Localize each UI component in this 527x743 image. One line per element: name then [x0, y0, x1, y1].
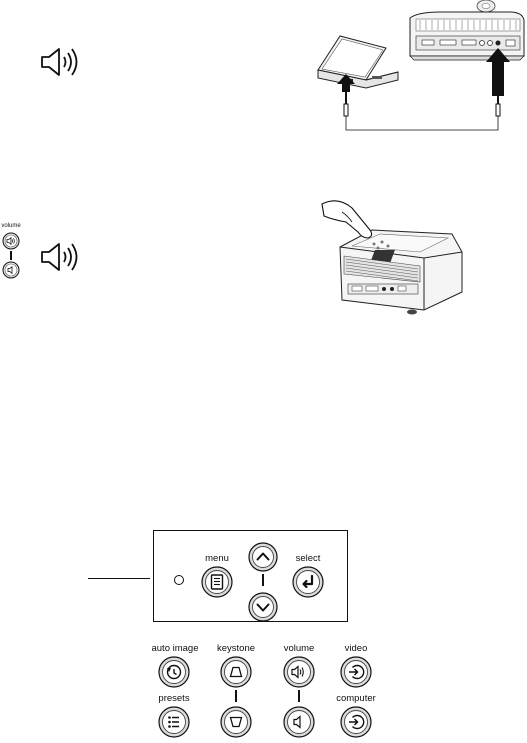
- volume-up-icon: [6, 236, 15, 246]
- keystone-down-button[interactable]: [220, 706, 252, 738]
- source-icon: [349, 664, 365, 680]
- keystone-down-icon: [229, 716, 243, 728]
- presets-label: presets: [158, 693, 190, 704]
- menu-icon: [210, 574, 224, 590]
- video-label: video: [344, 643, 368, 654]
- volume-down-icon: [7, 265, 13, 275]
- volume-panel-label: volume: [1, 223, 21, 229]
- callout-line: [88, 578, 150, 579]
- volume-up-button-lower[interactable]: [283, 656, 315, 688]
- select-label: select: [295, 553, 321, 564]
- volume-keypad-panel: volume: [0, 223, 22, 289]
- computer-label: computer: [336, 693, 376, 704]
- computer-button[interactable]: [340, 706, 372, 738]
- speaker-icon: [40, 241, 84, 273]
- keystone-label: keystone: [216, 643, 256, 654]
- keystone-up-icon: [229, 666, 243, 678]
- up-button[interactable]: [248, 542, 278, 572]
- volume-down-button[interactable]: [2, 261, 20, 279]
- presets-button[interactable]: [158, 706, 190, 738]
- projector-rear-illustration: [409, 0, 525, 61]
- auto-image-label: auto image: [151, 643, 199, 654]
- volume-up-button[interactable]: [2, 232, 20, 250]
- volume-up-icon: [291, 665, 304, 679]
- keystone-up-button[interactable]: [220, 656, 252, 688]
- up-arrow-icon: [256, 552, 270, 561]
- volume-down-button-lower[interactable]: [283, 706, 315, 738]
- menu-button[interactable]: [201, 566, 233, 598]
- video-button[interactable]: [340, 656, 372, 688]
- select-button[interactable]: [292, 566, 324, 598]
- menu-label: menu: [205, 553, 229, 564]
- hand-pressing-projector-illustration: [312, 192, 472, 317]
- volume-divider: [10, 251, 12, 260]
- volume-down-icon: [293, 715, 301, 729]
- navigation-divider: [262, 574, 264, 586]
- enter-icon: [302, 574, 314, 589]
- audio-connection-illustration: [300, 0, 527, 145]
- presets-icon: [168, 716, 179, 728]
- keypad-panel: [153, 530, 348, 622]
- laptop-illustration: [317, 35, 399, 89]
- down-arrow-icon: [256, 603, 270, 612]
- auto-image-icon: [166, 664, 182, 680]
- keystone-divider: [235, 690, 237, 702]
- down-button[interactable]: [248, 592, 278, 622]
- volume-divider-lower: [298, 690, 300, 702]
- speaker-icon: [40, 46, 84, 78]
- volume-label: volume: [283, 643, 315, 654]
- auto-image-button[interactable]: [158, 656, 190, 688]
- power-led: [173, 574, 185, 586]
- source-icon: [349, 714, 365, 730]
